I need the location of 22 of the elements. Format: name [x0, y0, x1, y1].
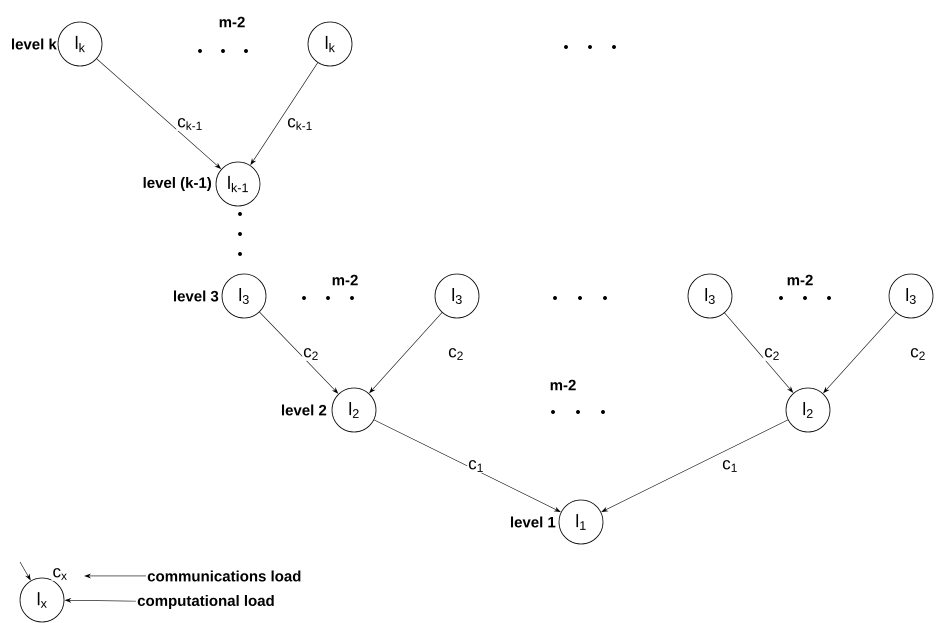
- edge-label: c$_{2}$: [302, 347, 320, 361]
- level-label: level 2: [282, 404, 326, 416]
- edge-label: c$_{2}$: [909, 347, 927, 361]
- edge-label: c$_{x}$: [52, 567, 68, 581]
- level-label: level k: [12, 38, 57, 50]
- level-label: level 1: [510, 516, 556, 528]
- level-label: level (k-1): [144, 177, 212, 191]
- multiplicity-label: m-2: [220, 16, 245, 28]
- edge-label: c$_{2}$: [447, 347, 465, 361]
- edge-label: c$_{1}$: [467, 459, 485, 473]
- arrow: [724, 312, 794, 393]
- edge-label: c$_{k-1}$: [176, 117, 204, 131]
- multiplicity-label: m-2: [788, 274, 813, 286]
- edge-label: c$_{1}$: [721, 459, 739, 473]
- legend-text: communications load: [148, 570, 300, 582]
- edge-label: c$_{k-1}$: [286, 117, 314, 131]
- level-label: level 3: [174, 290, 218, 302]
- multiplicity-label: m-2: [332, 274, 358, 286]
- multiplicity-label: m-2: [550, 380, 576, 390]
- legend-text: computational load: [138, 595, 274, 609]
- arrow: [259, 312, 338, 394]
- edge-label: c$_{2}$: [763, 347, 781, 361]
